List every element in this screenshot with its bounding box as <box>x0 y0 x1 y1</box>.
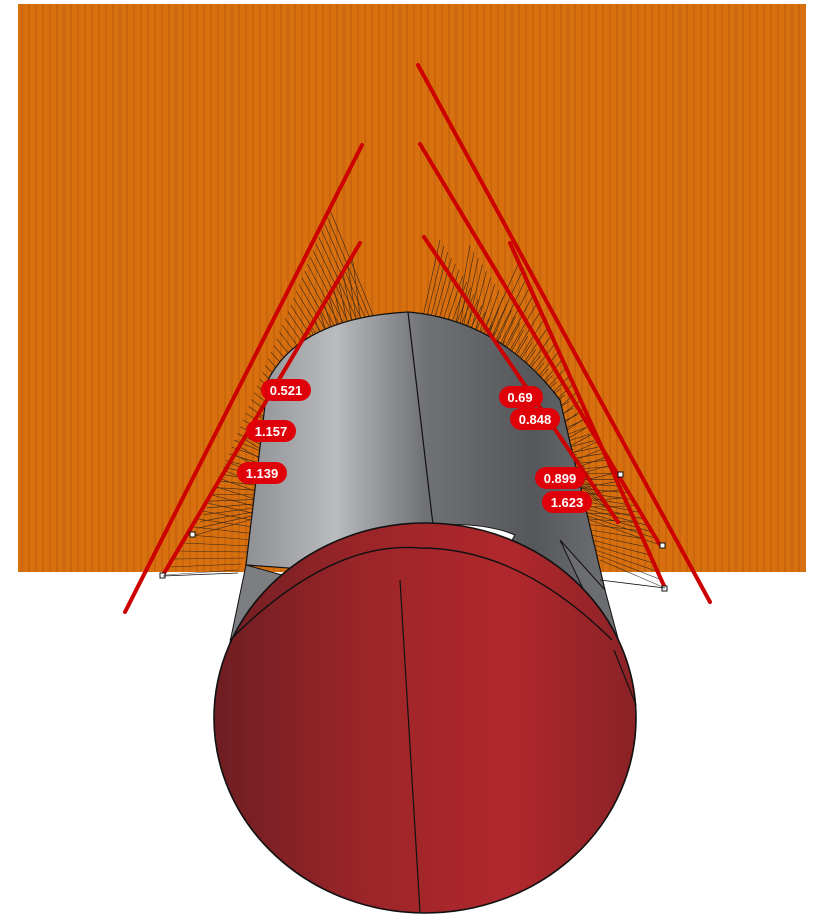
leader-line <box>587 538 651 556</box>
measurement-value: 0.69 <box>507 390 532 405</box>
leader-line <box>593 549 658 572</box>
leader-line <box>581 528 644 540</box>
leader-line <box>329 209 376 321</box>
leader-line <box>324 223 371 329</box>
endpoint-marker[interactable] <box>659 542 666 549</box>
leader-line <box>457 251 475 335</box>
measurement-tag[interactable]: 0.899 <box>535 467 585 489</box>
measurement-tag[interactable]: 0.848 <box>510 408 560 430</box>
measurement-value: 0.899 <box>544 471 577 486</box>
leader-line <box>194 519 251 536</box>
cylinder-inner-seam <box>399 579 421 913</box>
leader-line <box>326 216 373 325</box>
measurement-tag[interactable]: 1.139 <box>237 462 287 484</box>
leader-line <box>454 244 471 331</box>
measurement-tag[interactable]: 1.157 <box>246 420 296 442</box>
guide-line-right-inner <box>422 235 620 524</box>
leader-line <box>589 519 661 546</box>
endpoint-marker[interactable] <box>189 531 196 538</box>
measurement-value: 1.139 <box>246 466 279 481</box>
guide-line-right-far <box>508 241 667 590</box>
connector-line <box>599 579 666 589</box>
guide-line-right-mid <box>418 142 662 547</box>
cylinder-tube[interactable] <box>213 311 637 914</box>
leader-line <box>206 503 261 509</box>
endpoint-marker[interactable] <box>617 471 624 478</box>
measurement-tags[interactable]: 0.521 1.157 1.139 0.69 0.848 0.899 1.623 <box>237 379 592 513</box>
measurement-endpoints <box>159 471 668 592</box>
leader-line <box>200 511 256 522</box>
leader-line <box>590 543 655 564</box>
leader-line <box>197 518 260 529</box>
measurement-tag[interactable]: 0.69 <box>499 386 543 408</box>
leader-line <box>174 557 245 560</box>
leader-line <box>193 526 257 535</box>
endpoint-connector-lines <box>162 572 666 589</box>
cylinder-seam-line <box>407 311 434 526</box>
cylinder-rim-edge <box>613 649 637 706</box>
leader-line <box>164 569 239 576</box>
measurement-tag[interactable]: 1.623 <box>542 491 592 513</box>
measurement-value: 1.623 <box>551 495 584 510</box>
guide-line-right-outer <box>416 63 712 604</box>
leader-line <box>584 533 647 548</box>
cylinder-inner-top-edge <box>229 546 613 641</box>
measurement-value: 0.521 <box>270 383 303 398</box>
endpoint-marker[interactable] <box>159 572 166 579</box>
endpoint-marker[interactable] <box>661 585 668 592</box>
leader-line <box>596 554 662 581</box>
leader-line <box>179 550 248 553</box>
measurement-value: 0.848 <box>519 412 552 427</box>
leader-line <box>197 515 253 529</box>
connector-line <box>162 572 239 577</box>
measurement-value: 1.157 <box>255 424 288 439</box>
cylinder-front-face <box>213 522 637 914</box>
leader-line <box>188 534 254 541</box>
leader-line <box>169 563 242 568</box>
measurement-tag[interactable]: 0.521 <box>261 379 311 401</box>
leader-line <box>599 559 666 589</box>
guide-line-left-inner <box>161 241 362 577</box>
leader-line <box>351 254 363 331</box>
guide-line-left-outer <box>123 143 364 614</box>
leader-line <box>203 507 258 515</box>
leader-line <box>183 542 251 547</box>
measurement-guide-lines <box>123 63 712 614</box>
